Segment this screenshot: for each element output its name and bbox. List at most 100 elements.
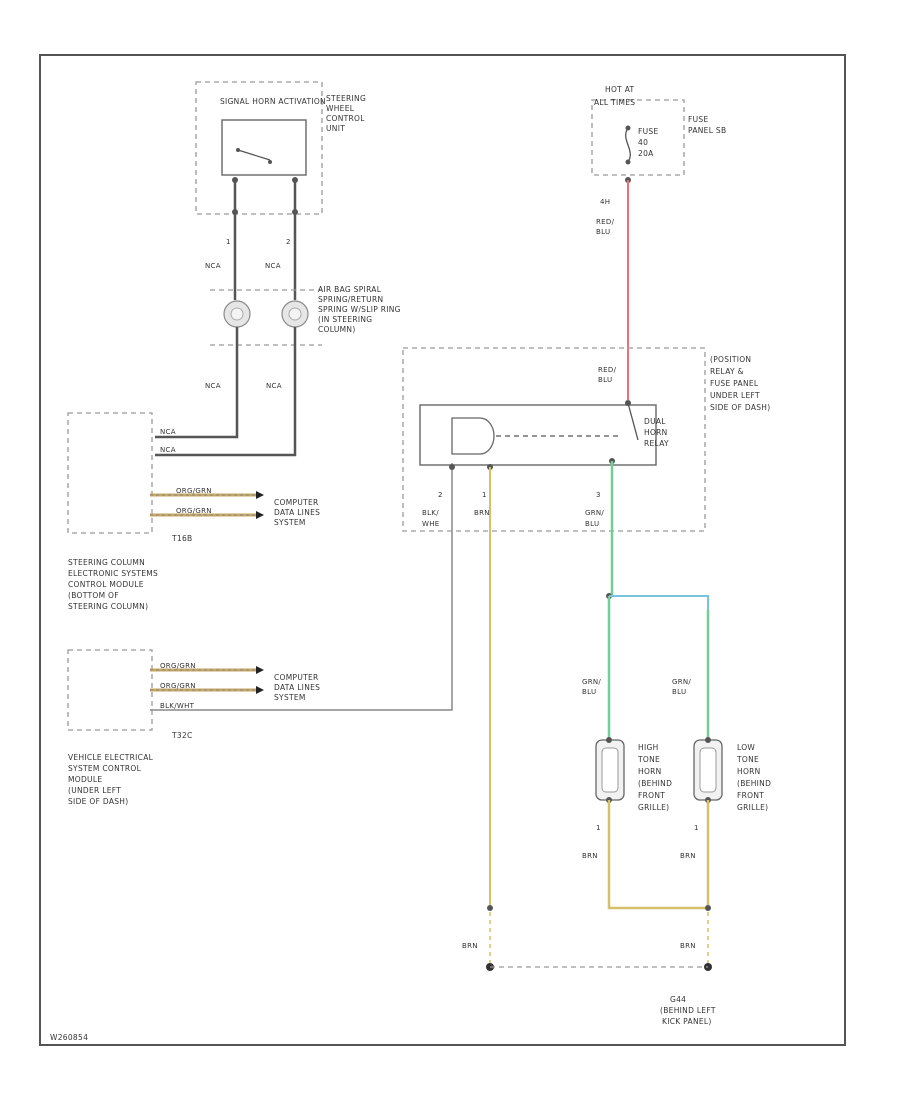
svg-text:G44: G44 <box>670 995 686 1004</box>
svg-text:STEERING: STEERING <box>326 94 366 103</box>
horn-switch-contact <box>237 149 271 161</box>
svg-text:STEERING COLUMN): STEERING COLUMN) <box>68 602 148 611</box>
svg-text:AIR BAG SPIRAL: AIR BAG SPIRAL <box>318 285 382 294</box>
relay-in-color-b: BLU <box>598 376 612 384</box>
steering-wheel-control-outline <box>195 81 323 215</box>
switch-contact-point <box>268 160 272 164</box>
fuse-out-circuit: 4H <box>600 198 610 206</box>
computer-data-label-1: COMPUTER DATA LINES SYSTEM <box>274 498 320 527</box>
nca-label-b: NCA <box>265 262 281 270</box>
svg-text:HORN: HORN <box>644 428 668 437</box>
relay-pin3-color-b: BLU <box>585 520 599 528</box>
svg-text:PANEL SB: PANEL SB <box>688 126 726 135</box>
nca-label-a: NCA <box>205 262 221 270</box>
svg-text:WHEEL: WHEEL <box>326 104 355 113</box>
computer-data-label-2: COMPUTER DATA LINES SYSTEM <box>274 673 320 702</box>
steering-column-module-outline <box>67 412 153 534</box>
diagram-frame <box>39 54 846 1046</box>
svg-text:SYSTEM: SYSTEM <box>274 693 306 702</box>
nca-label-d: NCA <box>266 382 282 390</box>
low-horn-in-color-b: BLU <box>672 688 686 696</box>
svg-text:SPRING/RETURN: SPRING/RETURN <box>318 295 383 304</box>
svg-text:MODULE: MODULE <box>68 775 102 784</box>
steering-wheel-control-label: STEERING WHEEL CONTROL UNIT <box>326 94 366 133</box>
vehicle-module-outline <box>67 649 153 731</box>
svg-text:COMPUTER: COMPUTER <box>274 673 319 682</box>
svg-text:HIGH: HIGH <box>638 743 659 752</box>
horn-switch-box <box>221 119 307 176</box>
dual-horn-relay-body <box>419 404 657 466</box>
svg-text:40: 40 <box>638 138 648 147</box>
svg-text:FUSE: FUSE <box>638 127 659 136</box>
t16b-pin1-wire: NCA <box>160 428 176 436</box>
svg-text:FRONT: FRONT <box>638 791 665 800</box>
svg-text:TONE: TONE <box>736 755 759 764</box>
svg-text:UNIT: UNIT <box>326 124 345 133</box>
svg-text:ELECTRONIC SYSTEMS: ELECTRONIC SYSTEMS <box>68 569 158 578</box>
svg-text:FUSE: FUSE <box>688 115 709 124</box>
wire-nca-left-lower <box>155 327 239 439</box>
low-tone-horn-label: LOW TONE HORN (BEHIND FRONT GRILLE) <box>736 743 771 812</box>
svg-text:FRONT: FRONT <box>737 791 764 800</box>
relay-pin2-label: 2 <box>438 491 443 499</box>
hot-at-all-times-label: HOT AT ALL TIMES <box>594 85 635 107</box>
svg-text:VEHICLE ELECTRICAL: VEHICLE ELECTRICAL <box>68 753 154 762</box>
high-horn-in-color-a: GRN/ <box>582 678 601 686</box>
svg-text:HOT AT: HOT AT <box>605 85 635 94</box>
nca-label-c: NCA <box>205 382 221 390</box>
fuse-panel-outline <box>591 99 685 176</box>
relay-pin-2 <box>449 464 455 470</box>
wire-grn-blu-low-top <box>609 595 709 738</box>
svg-text:SPRING W/SLIP RING: SPRING W/SLIP RING <box>318 305 401 314</box>
t16b-connector-label: T16B <box>171 534 192 543</box>
svg-text:(BOTTOM OF: (BOTTOM OF <box>68 591 119 600</box>
relay-panel-label: (POSITION RELAY & FUSE PANEL UNDER LEFT … <box>710 355 770 412</box>
relay-pin2-color-b: WHE <box>422 520 440 528</box>
data-arrow-1 <box>256 491 264 499</box>
pin-2-label: 2 <box>286 238 291 246</box>
t32c-pin3-wire: BLK/WHT <box>160 702 195 710</box>
data-arrow-4 <box>256 686 264 694</box>
svg-text:HORN: HORN <box>737 767 761 776</box>
t16b-pin2-wire: NCA <box>160 446 176 454</box>
high-tone-horn-label: HIGH TONE HORN (BEHIND FRONT GRILLE) <box>637 743 672 812</box>
svg-text:SIDE OF DASH): SIDE OF DASH) <box>68 797 128 806</box>
svg-text:DUAL: DUAL <box>644 417 666 426</box>
t32c-pin2-wire: ORG/GRN <box>160 682 196 690</box>
wire-brn-high-horn <box>607 800 708 910</box>
high-horn-in-color-b: BLU <box>582 688 596 696</box>
svg-text:(UNDER LEFT: (UNDER LEFT <box>68 786 121 795</box>
relay-in-color-a: RED/ <box>598 366 617 374</box>
relay-pin2-color-a: BLK/ <box>422 509 439 517</box>
relay-coil <box>451 417 495 455</box>
svg-text:LOW: LOW <box>737 743 755 752</box>
svg-text:STEERING COLUMN: STEERING COLUMN <box>68 558 145 567</box>
relay-pin3-color-a: GRN/ <box>585 509 604 517</box>
t32c-pin1-wire: ORG/GRN <box>160 662 196 670</box>
pin-1-label: 1 <box>226 238 231 246</box>
svg-text:(BEHIND LEFT: (BEHIND LEFT <box>660 1006 716 1015</box>
relay-contact <box>627 402 639 441</box>
high-horn-gnd-color: BRN <box>582 852 598 860</box>
svg-text:KICK PANEL): KICK PANEL) <box>662 1017 712 1026</box>
fuse-rating-label: FUSE 40 20A <box>638 127 659 158</box>
vehicle-module-label: VEHICLE ELECTRICAL SYSTEM CONTROL MODULE… <box>68 753 154 806</box>
data-arrow-2 <box>256 511 264 519</box>
fuse-bottom-pin <box>625 159 631 165</box>
fuse-out-color-a: RED/ <box>596 218 615 226</box>
switch-pivot <box>236 148 240 152</box>
fuse-panel-label: FUSE PANEL SB <box>688 115 726 135</box>
t16b-pin4-wire: ORG/GRN <box>176 507 212 515</box>
figure-id: W260854 <box>50 1033 88 1042</box>
t16b-pin3-wire: ORG/GRN <box>176 487 212 495</box>
svg-text:HORN: HORN <box>638 767 662 776</box>
svg-text:CONTROL: CONTROL <box>326 114 365 123</box>
svg-text:ALL TIMES: ALL TIMES <box>594 98 635 107</box>
svg-text:SYSTEM CONTROL: SYSTEM CONTROL <box>68 764 142 773</box>
low-horn-gnd-color: BRN <box>680 852 696 860</box>
svg-text:COMPUTER: COMPUTER <box>274 498 319 507</box>
fuse-out-color-b: BLU <box>596 228 610 236</box>
t32c-connector-label: T32C <box>171 731 193 740</box>
steering-column-module-label: STEERING COLUMN ELECTRONIC SYSTEMS CONTR… <box>68 558 158 611</box>
